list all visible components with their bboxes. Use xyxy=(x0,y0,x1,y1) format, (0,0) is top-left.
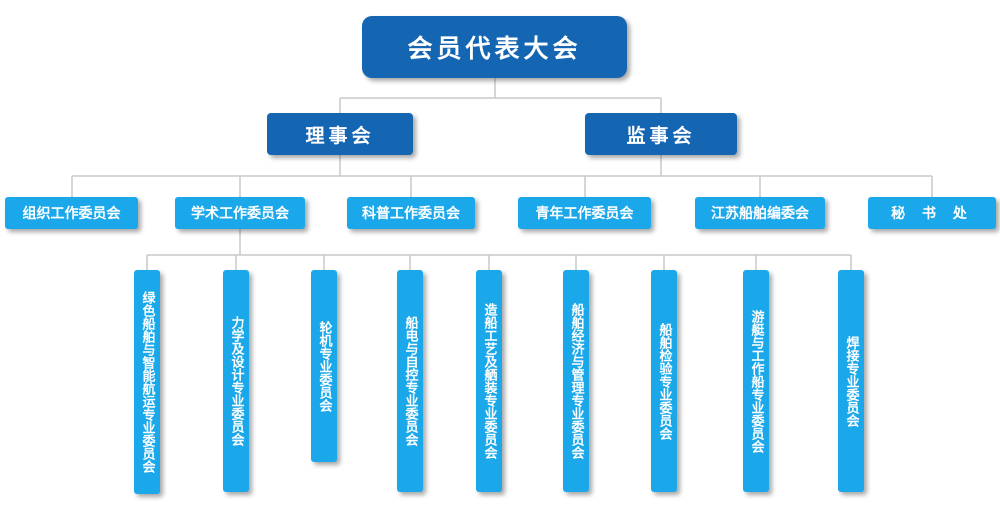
special-committee-marine-engineering: 轮机专业委员会 xyxy=(311,270,337,462)
committee-science-popularization: 科普工作委员会 xyxy=(347,197,475,229)
special-committee-yacht-workboat: 游艇与工作船专业委员会 xyxy=(743,270,769,492)
special-committee-mechanics-design: 力学及设计专业委员会 xyxy=(223,270,249,492)
committee-secretariat: 秘 书 处 xyxy=(868,197,996,229)
board-box: 理事会 xyxy=(267,113,413,155)
special-committee-green-ship: 绿色船舶与智能航运专业委员会 xyxy=(134,270,160,494)
special-committee-economics-management: 船舶经济与管理专业委员会 xyxy=(563,270,589,492)
committee-editorial: 江苏船舶编委会 xyxy=(695,197,825,229)
committee-organization: 组织工作委员会 xyxy=(5,197,138,229)
special-committee-welding: 焊接专业委员会 xyxy=(838,270,864,492)
special-committee-ship-inspection: 船舶检验专业委员会 xyxy=(651,270,677,492)
special-committee-shipbuilding-craft: 造船工艺及舾装专业委员会 xyxy=(476,270,502,492)
general-assembly-box: 会员代表大会 xyxy=(362,16,627,78)
special-committee-electrical-control: 船电与自控专业委员会 xyxy=(397,270,423,492)
committee-youth: 青年工作委员会 xyxy=(518,197,651,229)
supervisory-board-box: 监事会 xyxy=(585,113,737,155)
committee-academic: 学术工作委员会 xyxy=(175,197,305,229)
